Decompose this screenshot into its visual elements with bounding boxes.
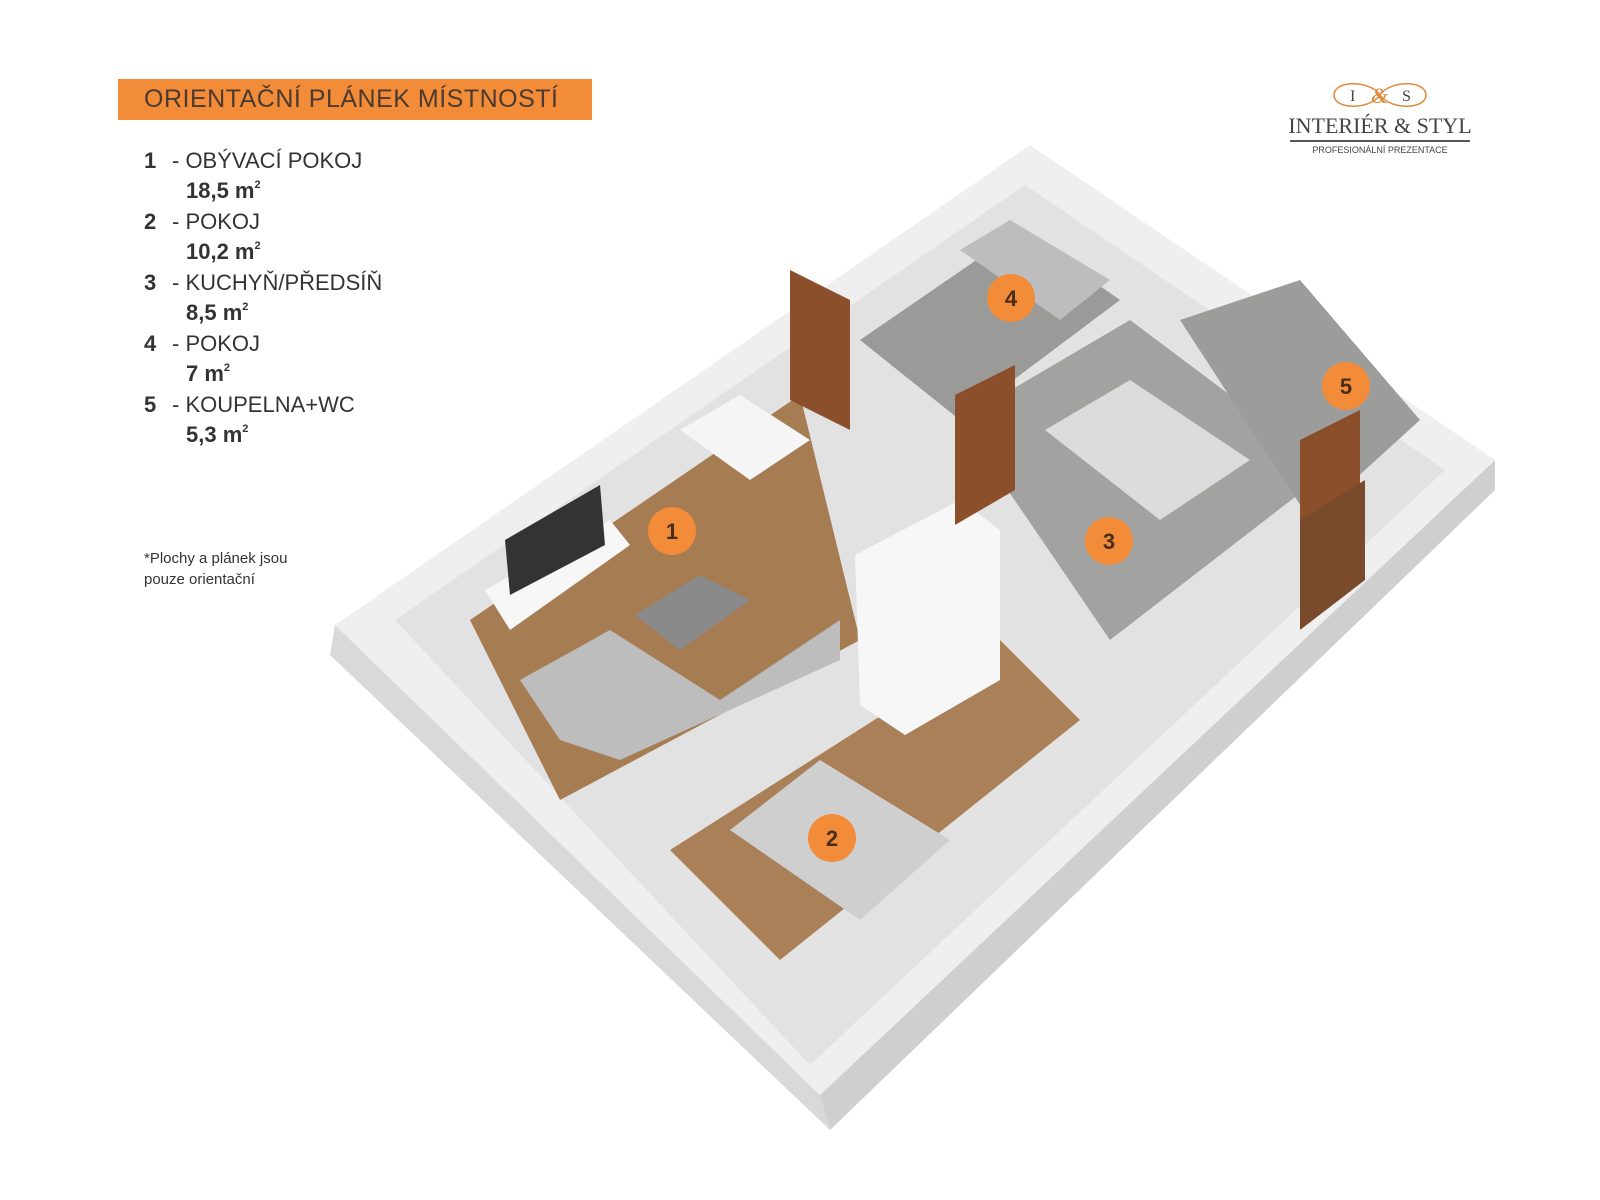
door-wood-1 <box>790 270 850 430</box>
room-area: 10,2 m2 <box>186 239 261 265</box>
wardrobe <box>855 500 1000 735</box>
room-marker-3: 3 <box>1085 517 1133 565</box>
note-line: pouze orientační <box>144 571 255 588</box>
room-number: 3 <box>144 270 157 295</box>
marker-label: 4 <box>1005 286 1018 311</box>
marker-label: 3 <box>1103 529 1115 554</box>
room-marker-2: 2 <box>808 814 856 862</box>
room-number: 2 <box>144 209 157 234</box>
room-name: - KOUPELNA+WC <box>172 392 355 417</box>
coffee-table <box>635 575 750 650</box>
outer-wall-side-right <box>820 460 1495 1130</box>
kitchen-counter <box>1045 380 1250 520</box>
brand-logo: I & S INTERIÉR & STYL PROFESIONÁLNÍ PREZ… <box>1262 78 1498 158</box>
room-marker-1: 1 <box>648 507 696 555</box>
page-title: ORIENTAČNÍ PLÁNEK MÍSTNOSTÍ <box>144 85 559 113</box>
marker-label: 1 <box>666 519 678 544</box>
room-area: 5,3 m2 <box>186 422 248 448</box>
room-area: 8,5 m2 <box>186 300 248 326</box>
area-value: 18,5 m <box>186 178 255 203</box>
dining-table <box>680 395 810 480</box>
tv <box>505 485 605 595</box>
monogram-amp: & <box>1371 83 1389 108</box>
monogram-infinity-icon: I & S <box>1333 83 1427 108</box>
room-name: - POKOJ <box>172 209 261 234</box>
room-area: 18,5 m2 <box>186 178 261 204</box>
disclaimer-note: *Plochy a plánek jsou pouze orientační <box>144 548 344 590</box>
area-unit-sup: 2 <box>242 301 249 313</box>
room-number: 1 <box>144 148 157 173</box>
area-value: 7 m <box>186 361 224 386</box>
room-marker-5: 5 <box>1322 362 1370 410</box>
room-name: - OBÝVACÍ POKOJ <box>172 148 363 173</box>
area-unit-sup: 2 <box>242 423 249 435</box>
entrance-door <box>1300 480 1365 630</box>
area-unit-sup: 2 <box>254 240 261 252</box>
monogram-left: I <box>1350 88 1355 105</box>
title-banner: ORIENTAČNÍ PLÁNEK MÍSTNOSTÍ <box>118 79 592 120</box>
area-unit-sup: 2 <box>254 179 261 191</box>
logo-divider <box>1290 140 1470 142</box>
outer-wall-side <box>330 625 830 1130</box>
brand-tagline: PROFESIONÁLNÍ PREZENTACE <box>1312 145 1448 155</box>
area-value: 8,5 m <box>186 300 243 325</box>
room-number: 4 <box>144 331 157 356</box>
marker-label: 2 <box>826 826 838 851</box>
brand-name: INTERIÉR & STYL <box>1288 113 1472 138</box>
monogram-right: S <box>1402 88 1411 105</box>
room-number: 5 <box>144 392 157 417</box>
area-value: 5,3 m <box>186 422 243 447</box>
door-wood-2 <box>955 365 1015 525</box>
room-name: - KUCHYŇ/PŘEDSÍŇ <box>172 270 383 295</box>
marker-label: 5 <box>1340 374 1352 399</box>
sofa <box>520 620 840 760</box>
room-name: - POKOJ <box>172 331 261 356</box>
bed-room4 <box>960 220 1110 320</box>
note-line: *Plochy a plánek jsou <box>144 550 288 567</box>
room-area: 7 m2 <box>186 361 230 387</box>
area-unit-sup: 2 <box>223 362 231 374</box>
area-value: 10,2 m <box>186 239 255 264</box>
room-marker-4: 4 <box>987 274 1035 322</box>
